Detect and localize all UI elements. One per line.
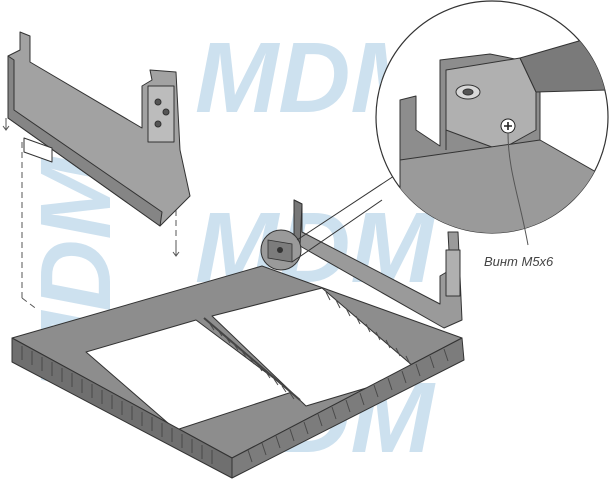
frame-ribs [21, 291, 449, 464]
screw-callout-label: Винт М5х6 [484, 254, 554, 269]
panel-bracket-left [147, 85, 175, 143]
callout-leader [507, 132, 529, 246]
guide-arrows [2, 118, 180, 257]
zoom-connectors [291, 171, 401, 263]
frame-right-wall [231, 337, 465, 479]
detail-marker [260, 229, 302, 271]
side-panel-left [7, 31, 191, 227]
screw-icon [500, 118, 516, 134]
panel-bracket-right [445, 249, 461, 297]
